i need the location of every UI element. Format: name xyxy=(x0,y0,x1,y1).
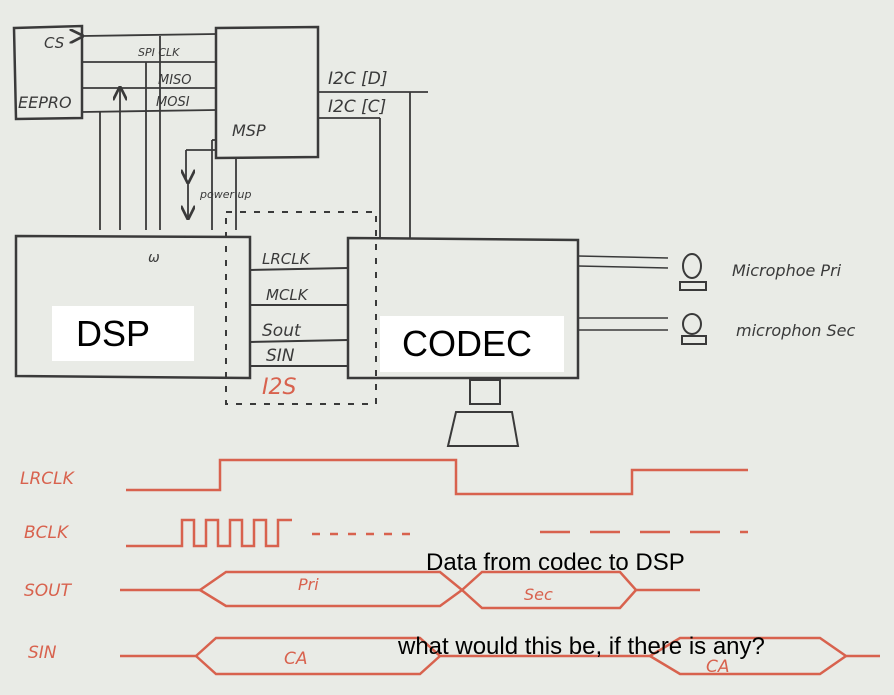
power-up-label: power up xyxy=(199,188,251,201)
microphone-secondary-icon xyxy=(682,314,706,344)
dsp-title: DSP xyxy=(52,306,194,361)
i2s-bus xyxy=(250,268,348,366)
i2s-mclk-label: MCLK xyxy=(266,286,309,304)
sout-pri-label: Pri xyxy=(298,575,319,594)
speaker-icon xyxy=(448,380,518,446)
eeprom-label: EEPRO xyxy=(18,93,72,112)
sout-annotation: Data from codec to DSP xyxy=(426,549,685,577)
bclk-waveform xyxy=(126,520,748,546)
microphone-secondary-label: microphon Sec xyxy=(736,321,856,340)
timing-bclk-label: BCLK xyxy=(24,523,70,543)
sout-sec-label: Sec xyxy=(524,585,553,604)
microphone-primary-label: Microphoe Pri xyxy=(732,261,842,280)
sin-annotation: what would this be, if there is any? xyxy=(398,633,765,661)
i2s-sout-label: Sout xyxy=(262,321,302,341)
mosi-label: MOSI xyxy=(156,95,190,110)
mic-lines xyxy=(578,256,668,330)
i2s-lrclk-label: LRCLK xyxy=(262,250,311,268)
i2s-dashed-boundary xyxy=(226,212,376,404)
dsp-pin-mark: ω xyxy=(148,250,160,266)
timing-sout-label: SOUT xyxy=(24,581,73,601)
sin-ca-label-1: CA xyxy=(284,649,308,669)
codec-title: CODEC xyxy=(380,316,564,372)
spi-clk-label: SPI CLK xyxy=(138,46,180,59)
msp-label: MSP xyxy=(232,121,266,140)
i2c-data-label: I2C [D] xyxy=(328,69,387,89)
sout-waveform xyxy=(120,572,700,608)
lrclk-waveform xyxy=(126,460,748,494)
i2s-label: I2S xyxy=(262,375,296,400)
miso-label: MISO xyxy=(158,73,192,88)
spi-bus xyxy=(82,34,216,230)
cs-label: CS xyxy=(44,34,65,52)
timing-sin-label: SIN xyxy=(28,643,57,663)
microphone-primary-icon xyxy=(680,254,706,290)
i2c-clock-label: I2C [C] xyxy=(328,97,386,117)
i2s-sin-label: SIN xyxy=(266,346,295,366)
timing-lrclk-label: LRCLK xyxy=(20,469,76,489)
